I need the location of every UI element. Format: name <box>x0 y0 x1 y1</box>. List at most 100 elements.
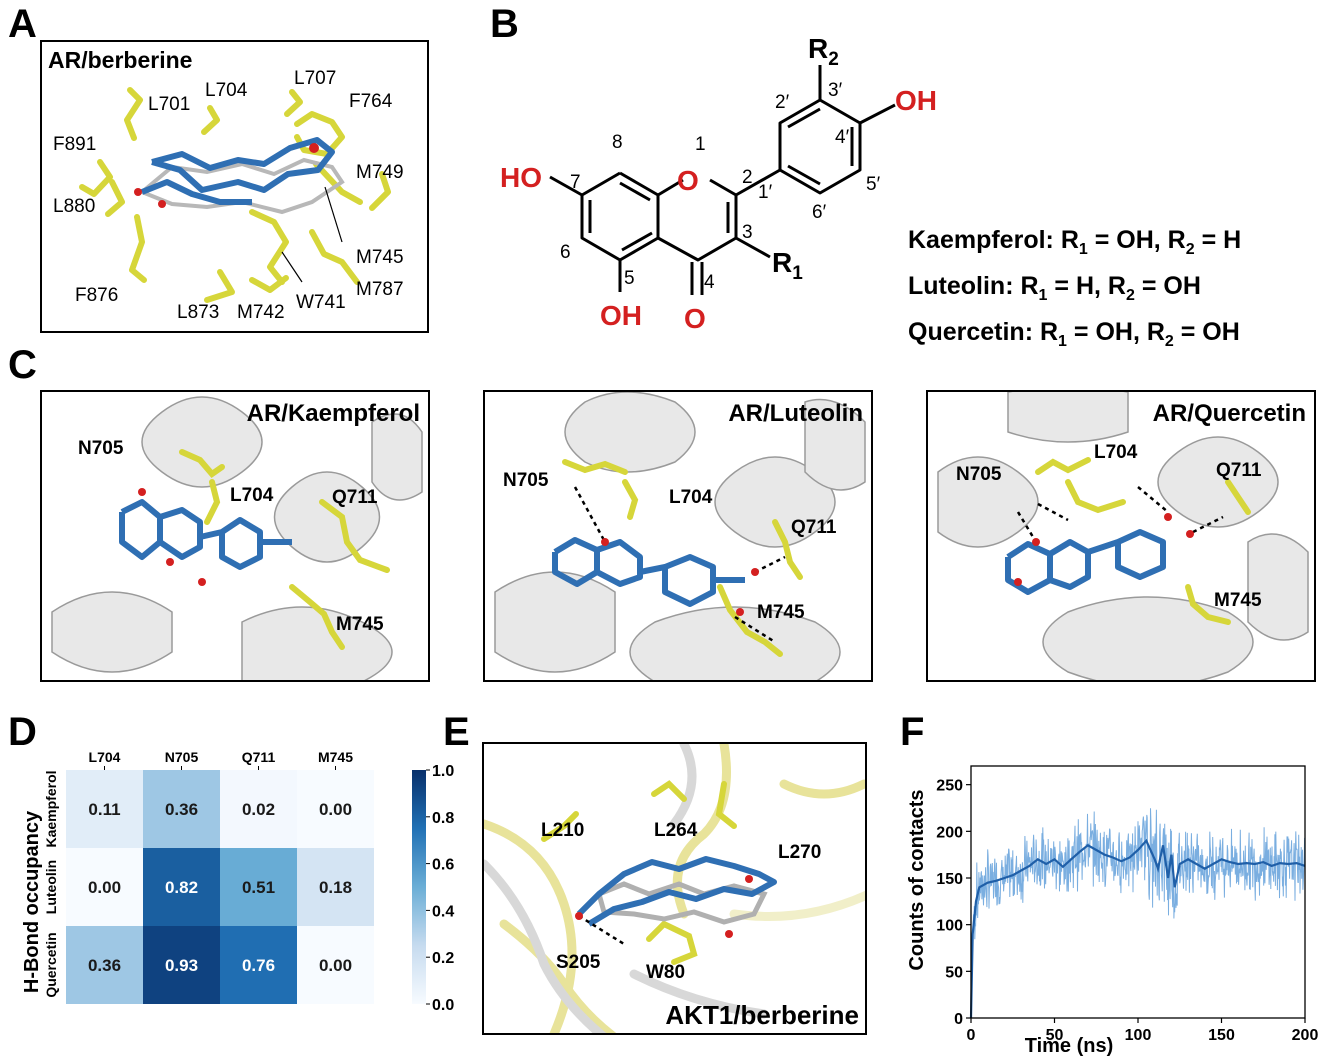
residue-label: L707 <box>294 68 337 89</box>
panel-c-kaempferol: AR/Kaempferol N705 L704 Q711 M745 <box>40 390 430 682</box>
colorbar-tick-label: 0.0 <box>432 997 454 1014</box>
residue-label: Q711 <box>1216 460 1262 481</box>
heatmap-row-label: Quercetin <box>43 932 59 997</box>
panel-c-quercetin: AR/Quercetin N705 L704 Q711 M745 <box>926 390 1316 682</box>
panel-c3-title: AR/Quercetin <box>1152 400 1306 427</box>
residue-label: W80 <box>646 962 686 983</box>
heatmap-value-label: 0.18 <box>319 878 352 897</box>
position-label: 4′ <box>835 127 850 148</box>
position-label: 1 <box>695 134 706 155</box>
panel-c1-title: AR/Kaempferol <box>246 400 420 427</box>
y-tick-label: 100 <box>936 918 963 935</box>
residue-label: N705 <box>503 470 549 491</box>
heatmap-value-label: 0.51 <box>242 878 275 897</box>
heatmap-value-label: 0.36 <box>88 956 121 975</box>
heatmap-cell <box>297 770 374 848</box>
position-label: 2 <box>742 167 753 188</box>
residue-label: F891 <box>53 134 97 155</box>
heatmap-value-label: 0.02 <box>242 800 275 819</box>
heatmap-cell <box>220 770 297 848</box>
heatmap-value-label: 0.36 <box>165 800 198 819</box>
compound-substituent-list: Kaempferol: R1 = OH, R2 = H Luteolin: R1… <box>908 222 1241 360</box>
hydroxy-4prime: OH <box>895 85 937 116</box>
heatmap-cell <box>143 848 220 926</box>
heatmap-value-label: 0.82 <box>165 878 198 897</box>
colorbar-tick-label: 0.2 <box>432 950 454 967</box>
ar-kaempferol-render <box>51 396 423 680</box>
x-tick-label: 100 <box>1125 1027 1152 1044</box>
residue-label: F876 <box>75 285 119 306</box>
heatmap-cell <box>66 770 143 848</box>
residue-label: F764 <box>349 91 393 112</box>
residue-label: M745 <box>1214 590 1262 611</box>
residue-label: S205 <box>556 952 601 973</box>
y-tick-label: 0 <box>954 1011 963 1028</box>
residue-label: L704 <box>205 80 248 101</box>
heatmap-cell <box>220 926 297 1004</box>
panel-label-e: E <box>443 710 470 754</box>
heatmap-cell <box>297 848 374 926</box>
heatmap-value-label: 0.00 <box>319 800 352 819</box>
residue-label: L270 <box>778 842 822 863</box>
residue-label: L264 <box>654 820 698 841</box>
heatmap-cell <box>66 926 143 1004</box>
heatmap-column-label: Q711 <box>242 749 276 765</box>
residue-label: M745 <box>757 602 805 623</box>
heatmap-column-label: M745 <box>318 749 353 765</box>
residue-label: M749 <box>356 162 404 183</box>
position-label: 6 <box>560 242 571 263</box>
panel-e-structure: L210 L264 L270 S205 W80 AKT1/berberine <box>482 742 867 1035</box>
heatmap-value-label: 0.00 <box>88 878 121 897</box>
ar-quercetin-render <box>937 392 1309 680</box>
panel-label-a: A <box>8 2 37 46</box>
compound-row-luteolin: Luteolin: R1 = H, R2 = OH <box>908 272 1201 304</box>
r2-label: R2 <box>808 33 839 70</box>
y-tick-label: 200 <box>936 824 963 841</box>
residue-label: M787 <box>356 279 404 300</box>
panel-a-title: AR/berberine <box>48 47 193 73</box>
colorbar-tick-label: 0.6 <box>432 857 454 874</box>
raw-contact-series <box>970 808 1306 1019</box>
residue-label: L701 <box>148 94 191 115</box>
heatmap-value-label: 0.93 <box>165 956 198 975</box>
heatmap-cell <box>66 848 143 926</box>
x-tick-label: 200 <box>1292 1027 1319 1044</box>
position-label: 1′ <box>758 182 773 203</box>
carbonyl-oxygen: O <box>684 303 706 334</box>
heatmap-cell <box>143 770 220 848</box>
ring-oxygen: O <box>677 165 699 196</box>
ar-luteolin-render <box>494 392 866 680</box>
position-label: 4 <box>704 272 715 293</box>
residue-label: Q711 <box>332 487 378 508</box>
residue-label: L210 <box>541 820 585 841</box>
colorbar <box>412 770 426 1004</box>
panel-a-structure: AR/berberine L701 L704 L707 F764 F891 M7… <box>40 40 429 333</box>
ar-berberine-render <box>79 87 391 303</box>
heatmap-cell <box>220 848 297 926</box>
y-tick-label: 150 <box>936 871 963 888</box>
panel-label-b: B <box>490 2 519 46</box>
panel-c-luteolin: AR/Luteolin N705 L704 Q711 M745 <box>483 390 873 682</box>
heatmap-value-label: 0.11 <box>88 800 120 819</box>
r1-label: R1 <box>772 247 803 284</box>
x-tick-label: 150 <box>1208 1027 1235 1044</box>
compound-row-kaempferol: Kaempferol: R1 = OH, R2 = H <box>908 226 1242 258</box>
heatmap-column-label: L704 <box>89 749 121 765</box>
heatmap-value-label: 0.76 <box>242 956 275 975</box>
residue-label: L704 <box>669 487 713 508</box>
akt1-berberine-render <box>484 744 865 1033</box>
heatmap-row-label: Luteolin <box>43 860 59 914</box>
y-tick-label: 50 <box>945 964 963 981</box>
colorbar-tick-label: 1.0 <box>432 763 454 780</box>
residue-label: L704 <box>230 485 274 506</box>
y-tick-label: 250 <box>936 778 963 795</box>
residue-label: N705 <box>956 464 1002 485</box>
x-tick-label: 0 <box>967 1027 976 1044</box>
position-label: 7 <box>570 172 581 193</box>
position-label: 5′ <box>866 174 881 195</box>
hydroxy-5: OH <box>600 300 642 331</box>
heatmap-cell <box>297 926 374 1004</box>
residue-label: L704 <box>1094 442 1138 463</box>
